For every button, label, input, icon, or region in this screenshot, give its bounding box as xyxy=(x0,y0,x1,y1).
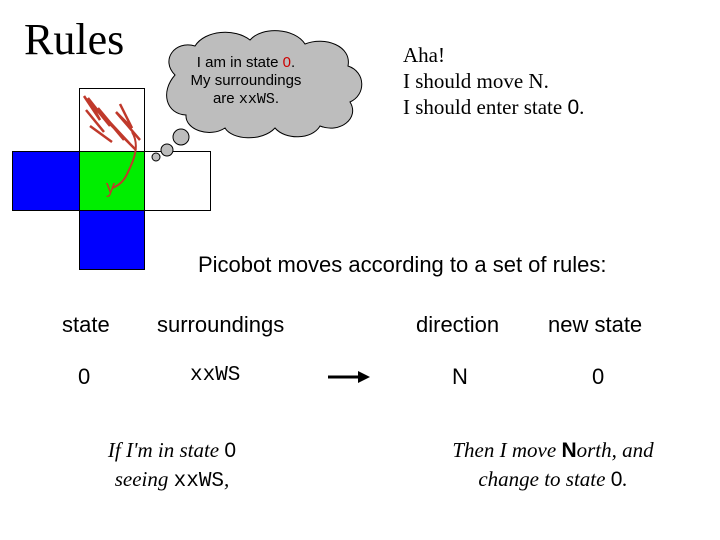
rule-new-state: 0 xyxy=(592,364,604,390)
col-header-direction: direction xyxy=(416,312,499,338)
thought-bubble-medium xyxy=(161,144,173,156)
explanation-right: Then I move North, and change to state 0… xyxy=(408,436,698,494)
rule-arrow-head xyxy=(358,371,370,383)
thought-text: I am in state 0. My surroundings are xxW… xyxy=(166,54,326,109)
thought-bubble-large xyxy=(173,129,189,145)
rule-direction: N xyxy=(452,364,468,390)
scribble-unknown-mark xyxy=(84,96,140,150)
col-header-state: state xyxy=(62,312,110,338)
scribble-trail xyxy=(112,132,136,188)
rule-state: 0 xyxy=(78,364,90,390)
col-header-surroundings: surroundings xyxy=(157,312,284,338)
rule-surroundings: xxWS xyxy=(190,364,240,387)
rules-intro: Picobot moves according to a set of rule… xyxy=(198,252,606,278)
col-header-new-state: new state xyxy=(548,312,642,338)
robot-mark-glyph: y xyxy=(106,177,115,197)
aha-text: Aha! I should move N. I should enter sta… xyxy=(403,42,584,121)
thought-bubble-small xyxy=(152,153,160,161)
explanation-left: If I'm in state 0 seeing xxWS, xyxy=(82,436,262,496)
